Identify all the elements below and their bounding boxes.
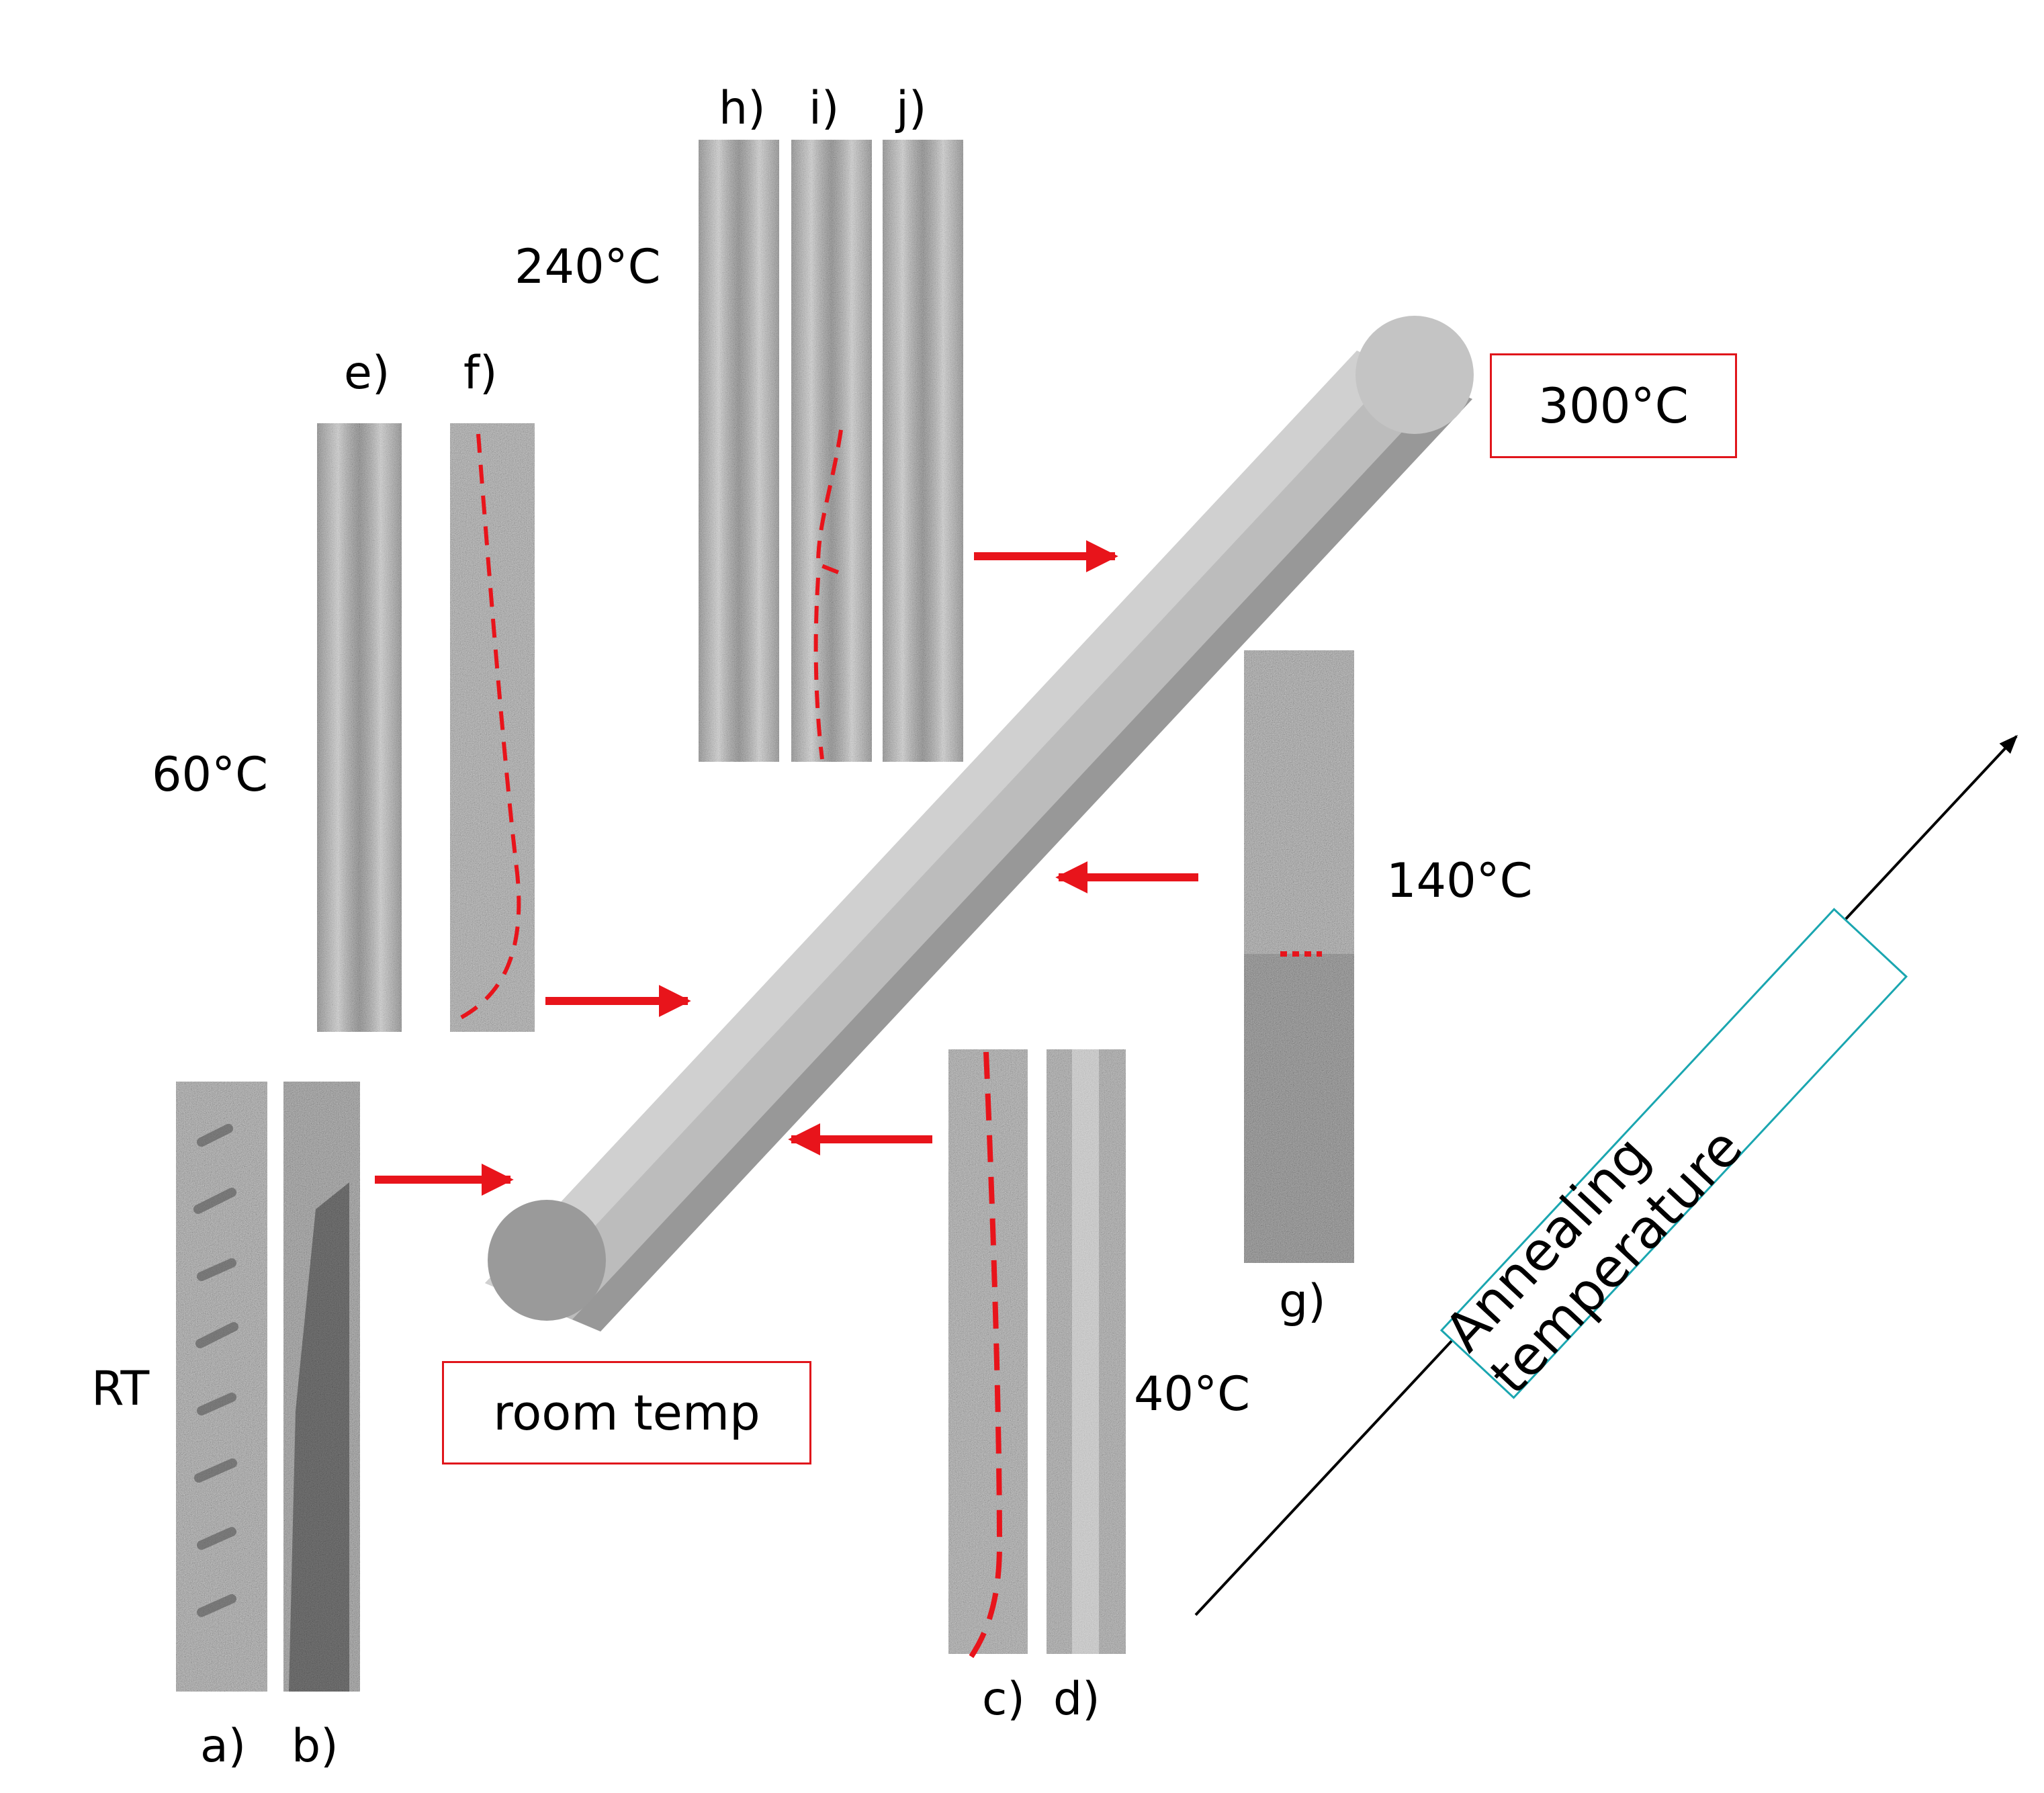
micrograph-h	[699, 140, 779, 762]
label-a: a)	[200, 1720, 247, 1773]
micrograph-a	[176, 1082, 267, 1692]
temp-label-60c: 60°C	[152, 747, 268, 802]
label-f: f)	[463, 347, 498, 400]
micrograph-f	[450, 423, 535, 1032]
micrograph-b	[283, 1082, 360, 1692]
micrograph-g	[1244, 650, 1354, 1263]
label-e: e)	[344, 347, 390, 400]
label-i: i)	[809, 82, 840, 135]
label-d: d)	[1053, 1673, 1100, 1726]
label-c: c)	[982, 1673, 1025, 1726]
label-j: j)	[896, 82, 927, 135]
trace-c	[962, 1051, 1003, 1668]
micrograph-e	[317, 423, 402, 1032]
micrograph-c	[948, 1049, 1028, 1668]
nanowire-rod	[485, 316, 1474, 1331]
micrograph-d	[1047, 1049, 1126, 1654]
label-h: h)	[719, 82, 766, 135]
label-g: g)	[1279, 1275, 1326, 1328]
rod-end-cap	[1356, 316, 1474, 434]
rod-shadow	[572, 387, 1472, 1331]
rod-start-cap	[488, 1200, 606, 1321]
end-box-300c: 300°C	[1490, 353, 1737, 458]
rod-highlight	[485, 351, 1397, 1301]
temp-label-140c: 140°C	[1386, 853, 1533, 908]
label-b: b)	[292, 1720, 339, 1773]
micrograph-j	[883, 140, 963, 762]
end-box-label: 300°C	[1538, 378, 1689, 434]
temp-label-rt: RT	[91, 1361, 150, 1416]
red-arrows	[375, 540, 1198, 1196]
temp-label-240c: 240°C	[515, 239, 661, 294]
micrograph-i	[791, 140, 872, 762]
temp-label-40c: 40°C	[1134, 1366, 1250, 1422]
start-box-room-temp: room temp	[442, 1361, 811, 1464]
rod-body	[485, 351, 1472, 1331]
start-box-label: room temp	[493, 1385, 760, 1441]
trace-i	[813, 429, 843, 760]
trace-f	[453, 433, 521, 1023]
